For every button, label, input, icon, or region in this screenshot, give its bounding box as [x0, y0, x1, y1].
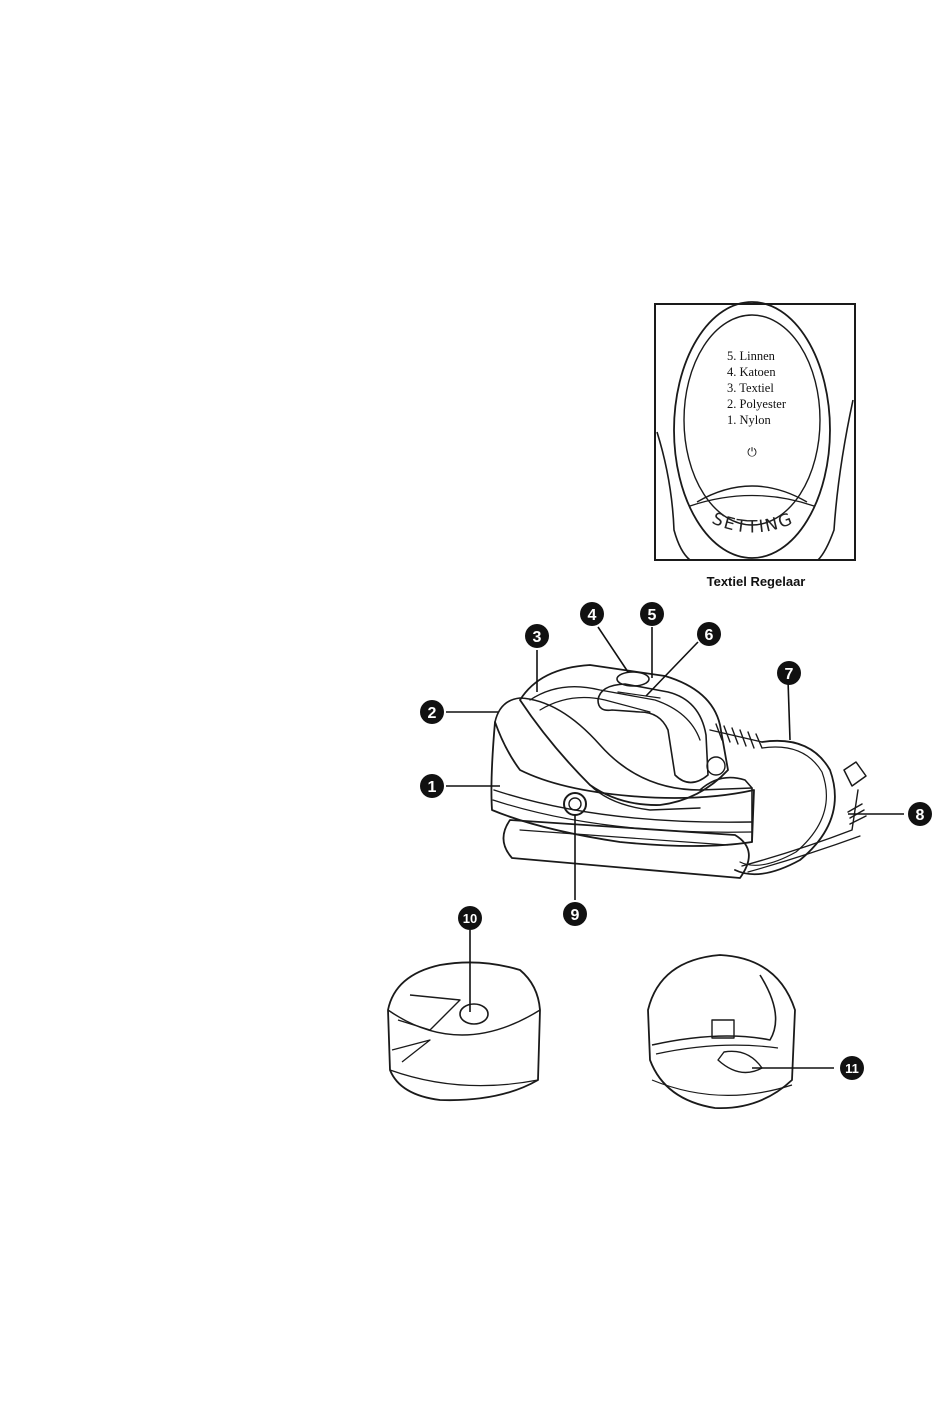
dial-settings-list: 5. Linnen 4. Katoen 3. Textiel 2. Polyes…	[727, 349, 787, 459]
callout-2: 2	[420, 700, 444, 724]
callout-5: 5	[640, 602, 664, 626]
mains-cable-2	[748, 836, 860, 872]
cord-connector	[707, 757, 725, 775]
dial-setting-3: 3. Textiel	[727, 381, 774, 395]
leader-6	[646, 642, 698, 696]
accessory-left-band	[390, 1070, 538, 1086]
callout-3: 3	[525, 624, 549, 648]
callout-9: 9	[563, 902, 587, 926]
accessory-right-inner-2	[656, 1045, 778, 1054]
dial-button-arc-inner	[690, 496, 814, 507]
steam-button	[617, 672, 649, 686]
steam-station	[491, 665, 866, 878]
accessory-left-slot	[398, 995, 460, 1030]
base-tray	[503, 820, 748, 878]
dial-setting-4: 4. Katoen	[727, 365, 776, 379]
setting-knob	[564, 793, 586, 815]
accessory-left-hole	[460, 1004, 488, 1024]
accessory-right-latch-foot	[718, 1051, 762, 1072]
svg-text:5: 5	[648, 607, 657, 624]
accessory-left	[388, 962, 540, 1100]
svg-text:3: 3	[533, 629, 542, 646]
svg-text:2: 2	[428, 705, 437, 722]
callout-8: 8	[908, 802, 932, 826]
cord-strain-relief	[710, 724, 762, 748]
callout-10: 10	[458, 906, 482, 930]
steam-hose	[735, 741, 835, 874]
dial-caption: Textiel Regelaar	[696, 574, 816, 589]
leader-7	[788, 680, 790, 740]
callout-11: 11	[840, 1056, 864, 1080]
dial-setting-5: 5. Linnen	[727, 349, 776, 363]
svg-text:6: 6	[705, 627, 714, 644]
callout-6: 6	[697, 622, 721, 646]
callout-4: 4	[580, 602, 604, 626]
svg-text:8: 8	[916, 807, 925, 824]
dial-setting-1: 1. Nylon	[727, 413, 772, 427]
accessory-right-inner	[652, 975, 776, 1045]
svg-text:7: 7	[785, 666, 794, 683]
callout-1: 1	[420, 774, 444, 798]
dial-setting-2: 2. Polyester	[727, 397, 787, 411]
setting-knob-inner	[569, 798, 581, 810]
iron-body	[520, 665, 728, 805]
svg-text:4: 4	[588, 607, 597, 624]
setting-label: SETTING	[709, 509, 797, 538]
power-icon: ⏻	[747, 445, 757, 459]
accessory-right-body	[648, 955, 795, 1108]
callout-7: 7	[777, 661, 801, 685]
accessory-right	[648, 955, 795, 1108]
iron-handle	[598, 684, 708, 783]
mains-cable	[742, 790, 858, 866]
accessory-left-groove	[392, 1040, 430, 1062]
svg-text:9: 9	[571, 907, 580, 924]
accessory-left-body	[388, 962, 540, 1100]
svg-text:11: 11	[845, 1061, 859, 1076]
svg-text:10: 10	[463, 911, 477, 926]
accessory-right-band	[652, 1080, 792, 1095]
svg-text:1: 1	[428, 779, 437, 796]
iron-ridge-2	[540, 698, 650, 712]
leader-lines	[446, 627, 904, 1068]
accessory-left-rim	[388, 1010, 540, 1035]
leader-4	[598, 627, 628, 672]
